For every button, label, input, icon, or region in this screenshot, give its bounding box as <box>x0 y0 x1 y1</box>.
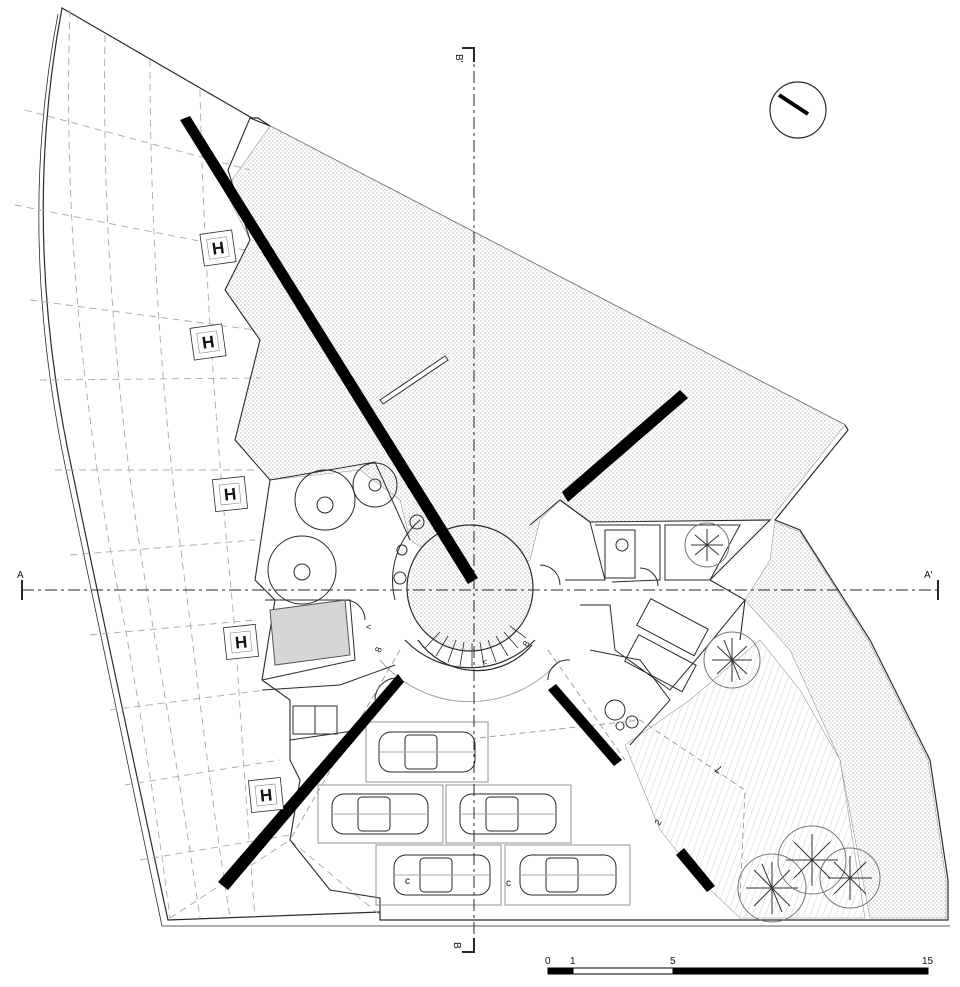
stair-label: 8 <box>373 646 384 654</box>
section-label-a-left: A <box>17 570 24 581</box>
scale-tick-0: 0 <box>545 956 551 967</box>
wall-blade-s <box>676 848 715 892</box>
ramp-label: 2 <box>652 818 663 827</box>
wall-blade-se <box>548 684 622 766</box>
scale-bar <box>547 967 929 975</box>
scale-tick-1: 1 <box>570 956 576 967</box>
section-lines <box>22 48 938 952</box>
north-arrow-icon <box>769 81 827 139</box>
h-markers: H H H H H <box>189 229 285 814</box>
site-boundary <box>38 7 950 927</box>
car-icon <box>331 793 429 835</box>
wall-blade-sw <box>218 674 404 890</box>
h-marker: H <box>234 632 248 652</box>
scale-tick-5: 5 <box>670 956 676 967</box>
wall-blade-nw <box>180 116 478 584</box>
h-marker: H <box>259 785 273 805</box>
h-marker: H <box>223 484 237 504</box>
garage <box>289 649 746 906</box>
car-mark: c <box>506 878 511 889</box>
car-icons <box>331 731 617 896</box>
h-marker: H <box>211 238 226 259</box>
car-mark: c <box>405 876 410 887</box>
garden-hatch-north <box>224 125 846 583</box>
stair-label: 8 <box>521 639 532 648</box>
stair-arrow-label: < <box>482 657 487 667</box>
ramp-label: 7 <box>713 762 724 775</box>
car-icon <box>393 854 491 896</box>
west-rooms <box>261 461 425 741</box>
west-deck-grid <box>14 9 381 919</box>
car-icon <box>459 793 557 835</box>
h-marker: H <box>201 332 216 353</box>
wall-blade-ne <box>562 390 688 502</box>
section-markers <box>21 47 939 953</box>
section-label-a-right: A' <box>924 570 933 581</box>
car-icon <box>519 854 617 896</box>
car-icon <box>378 731 476 773</box>
east-rooms <box>529 499 746 746</box>
scale-tick-15: 15 <box>922 956 934 967</box>
garden-hatch-east <box>744 521 947 919</box>
section-label-b-bottom: B <box>451 942 462 949</box>
stair-arrow-label: < <box>366 622 371 632</box>
section-label-b-top: B' <box>453 54 464 63</box>
wall-blade-small <box>379 355 449 405</box>
structural-walls <box>180 116 715 892</box>
tree-symbols <box>684 522 881 923</box>
